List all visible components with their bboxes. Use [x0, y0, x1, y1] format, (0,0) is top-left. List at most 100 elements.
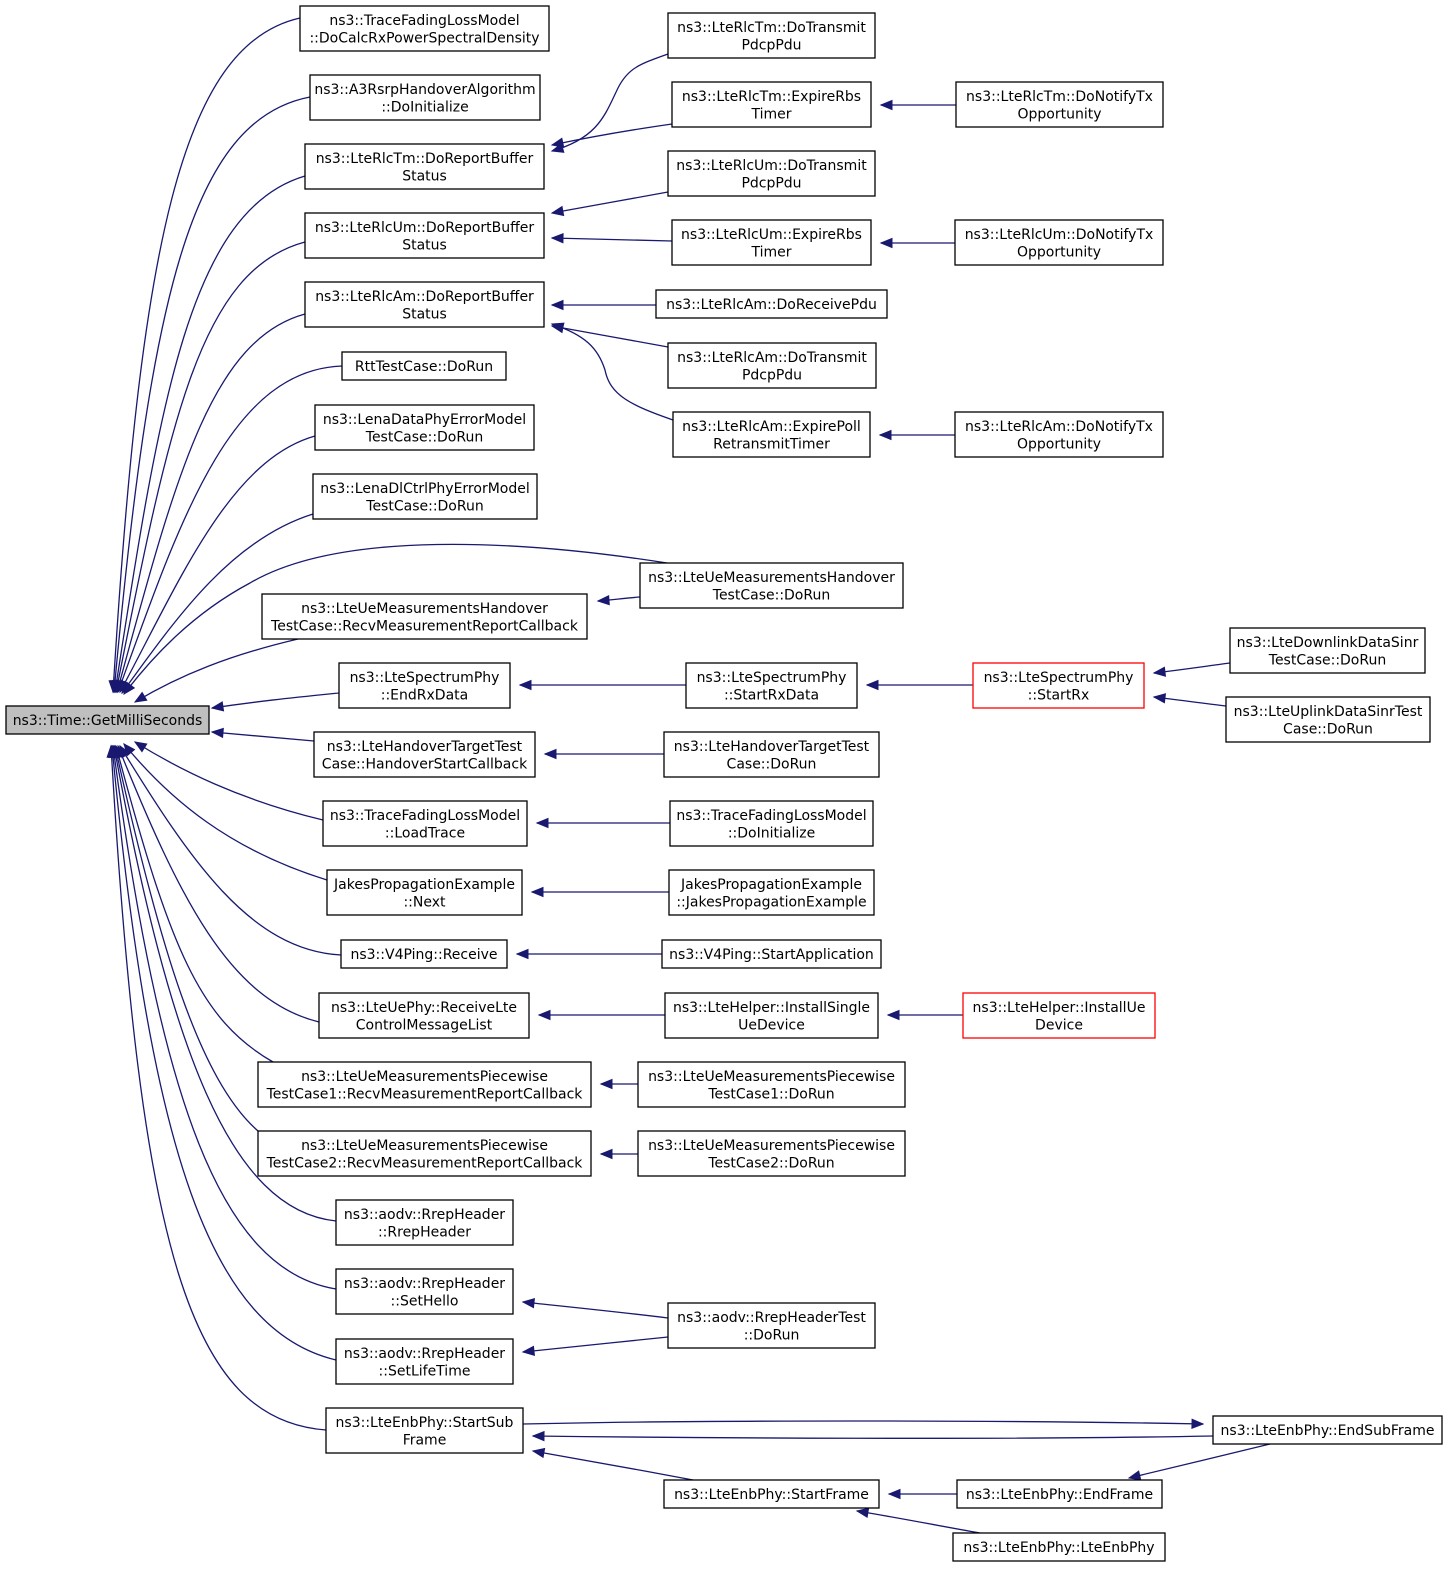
node-label-line: Opportunity [1017, 244, 1101, 260]
call-edge-lena_dl-to-getmilli [121, 513, 314, 694]
node-label-line: ns3::LenaDataPhyErrorModel [323, 412, 526, 428]
arrowhead-icon [599, 1078, 613, 1090]
arrowhead-icon [879, 237, 893, 249]
node-box [322, 800, 528, 847]
node-sp_startrx[interactable]: ns3::LteSpectrumPhy::StartRxData [685, 662, 858, 709]
node-tfl_init[interactable]: ns3::TraceFadingLossModel::DoInitialize [669, 800, 874, 847]
node-jakes_next[interactable]: JakesPropagationExample::Next [326, 869, 523, 916]
node-label-line: ::DoInitialize [381, 99, 468, 115]
node-label-line: ns3::LteRlcAm::DoTransmit [677, 350, 867, 366]
node-box [326, 869, 523, 916]
node-enb_ctor[interactable]: ns3::LteEnbPhy::LteEnbPhy [952, 1532, 1166, 1562]
node-pw1_run[interactable]: ns3::LteUeMeasurementsPiecewiseTestCase1… [637, 1061, 906, 1108]
node-a3_init[interactable]: ns3::A3RsrpHandoverAlgorithm::DoInitiali… [309, 74, 541, 121]
node-label-line: ::JakesPropagationExample [676, 894, 866, 910]
call-edge-pw2_recv-to-getmilli [114, 745, 259, 1132]
node-ho_recv[interactable]: ns3::LteUeMeasurementsHandoverTestCase::… [261, 593, 588, 640]
node-pw2_recv[interactable]: ns3::LteUeMeasurementsPiecewiseTestCase2… [257, 1130, 592, 1177]
call-edge-enb_ssf-to-getmilli [110, 745, 327, 1431]
node-rtt[interactable]: RttTestCase::DoRun [341, 351, 507, 381]
node-label-line: ns3::LteEnbPhy::EndFrame [966, 1487, 1153, 1503]
node-label-line: ns3::aodv::RrepHeader [344, 1346, 505, 1362]
node-label-line: TestCase::DoRun [712, 587, 830, 603]
arrowhead-icon [537, 1009, 551, 1021]
call-edge-uephy_recv-to-getmilli [117, 745, 320, 1023]
node-box [335, 1199, 514, 1246]
node-tfl_load[interactable]: ns3::TraceFadingLossModel::LoadTrace [322, 800, 528, 847]
node-tfl_calc[interactable]: ns3::TraceFadingLossModel::DoCalcRxPower… [299, 5, 550, 52]
arrowhead-icon [878, 429, 892, 441]
node-rrep_ctor[interactable]: ns3::aodv::RrepHeader::RrepHeader [335, 1199, 514, 1246]
node-box [962, 992, 1156, 1039]
node-box [338, 662, 511, 709]
node-enb_esf[interactable]: ns3::LteEnbPhy::EndSubFrame [1212, 1415, 1443, 1445]
node-label-line: ns3::LteEnbPhy::StartSub [336, 1415, 514, 1431]
node-uephy_recv[interactable]: ns3::LteUePhy::ReceiveLteControlMessageL… [318, 992, 530, 1039]
node-box [667, 342, 877, 389]
node-box [954, 219, 1164, 266]
node-jakes_ctor[interactable]: JakesPropagationExample::JakesPropagatio… [668, 869, 875, 916]
call-edge-jakes_next-to-getmilli [123, 743, 328, 881]
node-box [664, 992, 879, 1039]
node-lena_data[interactable]: ns3::LenaDataPhyErrorModelTestCase::DoRu… [314, 404, 535, 451]
node-label-line: ns3::LteRlcUm::DoReportBuffer [315, 220, 535, 236]
node-box [341, 351, 507, 381]
node-rrep_hello[interactable]: ns3::aodv::RrepHeader::SetHello [335, 1268, 514, 1315]
node-label-line: ns3::LteRlcTm::DoTransmit [677, 20, 866, 36]
call-edge-ho_recv-to-getmilli [134, 638, 299, 703]
call-edge-lena_data-to-getmilli [119, 435, 316, 693]
call-edge-ho_run-to-getmilli [123, 543, 668, 695]
arrowhead-icon [879, 99, 893, 111]
node-box [655, 289, 888, 319]
node-label-line: RetransmitTimer [713, 436, 830, 452]
node-v4_start[interactable]: ns3::V4Ping::StartApplication [661, 939, 882, 969]
node-label-line: Case::DoRun [1283, 721, 1373, 737]
node-sp_endrx[interactable]: ns3::LteSpectrumPhy::EndRxData [338, 662, 511, 709]
call-edge-rrep_test-to-rrep_life [522, 1336, 669, 1353]
node-pw2_run[interactable]: ns3::LteUeMeasurementsPiecewiseTestCase2… [637, 1130, 906, 1177]
node-label-line: ns3::LteRlcAm::DoNotifyTx [965, 419, 1153, 435]
node-ht_cb[interactable]: ns3::LteHandoverTargetTestCase::Handover… [313, 731, 536, 778]
node-label-line: ns3::LteRlcTm::DoReportBuffer [316, 151, 534, 167]
node-rrep_test[interactable]: ns3::aodv::RrepHeaderTest::DoRun [667, 1302, 876, 1349]
node-label-line: Opportunity [1017, 436, 1101, 452]
node-ho_run[interactable]: ns3::LteUeMeasurementsHandoverTestCase::… [639, 562, 904, 609]
node-pw1_recv[interactable]: ns3::LteUeMeasurementsPiecewiseTestCase1… [257, 1061, 592, 1108]
node-box [304, 212, 545, 259]
node-box [312, 473, 538, 520]
node-enb_ef[interactable]: ns3::LteEnbPhy::EndFrame [956, 1479, 1163, 1509]
node-enb_sf[interactable]: ns3::LteEnbPhy::StartFrame [663, 1479, 880, 1509]
node-box [671, 219, 872, 266]
node-rrep_life[interactable]: ns3::aodv::RrepHeader::SetLifeTime [335, 1338, 514, 1385]
node-box [637, 1061, 906, 1108]
arrowhead-icon [535, 817, 549, 829]
node-label-line: ns3::LteUeMeasurementsHandover [301, 601, 548, 617]
call-edge-enb_ctor-to-enb_sf [856, 1510, 981, 1534]
node-sp_startrx2[interactable]: ns3::LteSpectrumPhy::StartRx [972, 662, 1145, 709]
arrowhead-icon [596, 594, 610, 606]
node-am_recv[interactable]: ns3::LteRlcAm::DoReceivePdu [655, 289, 888, 319]
node-label-line: ns3::LteRlcAm::ExpirePoll [682, 419, 861, 435]
node-getmilli[interactable]: ns3::Time::GetMilliSeconds [5, 705, 210, 735]
node-v4_recv[interactable]: ns3::V4Ping::Receive [340, 939, 508, 969]
node-lena_dl[interactable]: ns3::LenaDlCtrlPhyErrorModelTestCase::Do… [312, 473, 538, 520]
node-box [956, 1479, 1163, 1509]
